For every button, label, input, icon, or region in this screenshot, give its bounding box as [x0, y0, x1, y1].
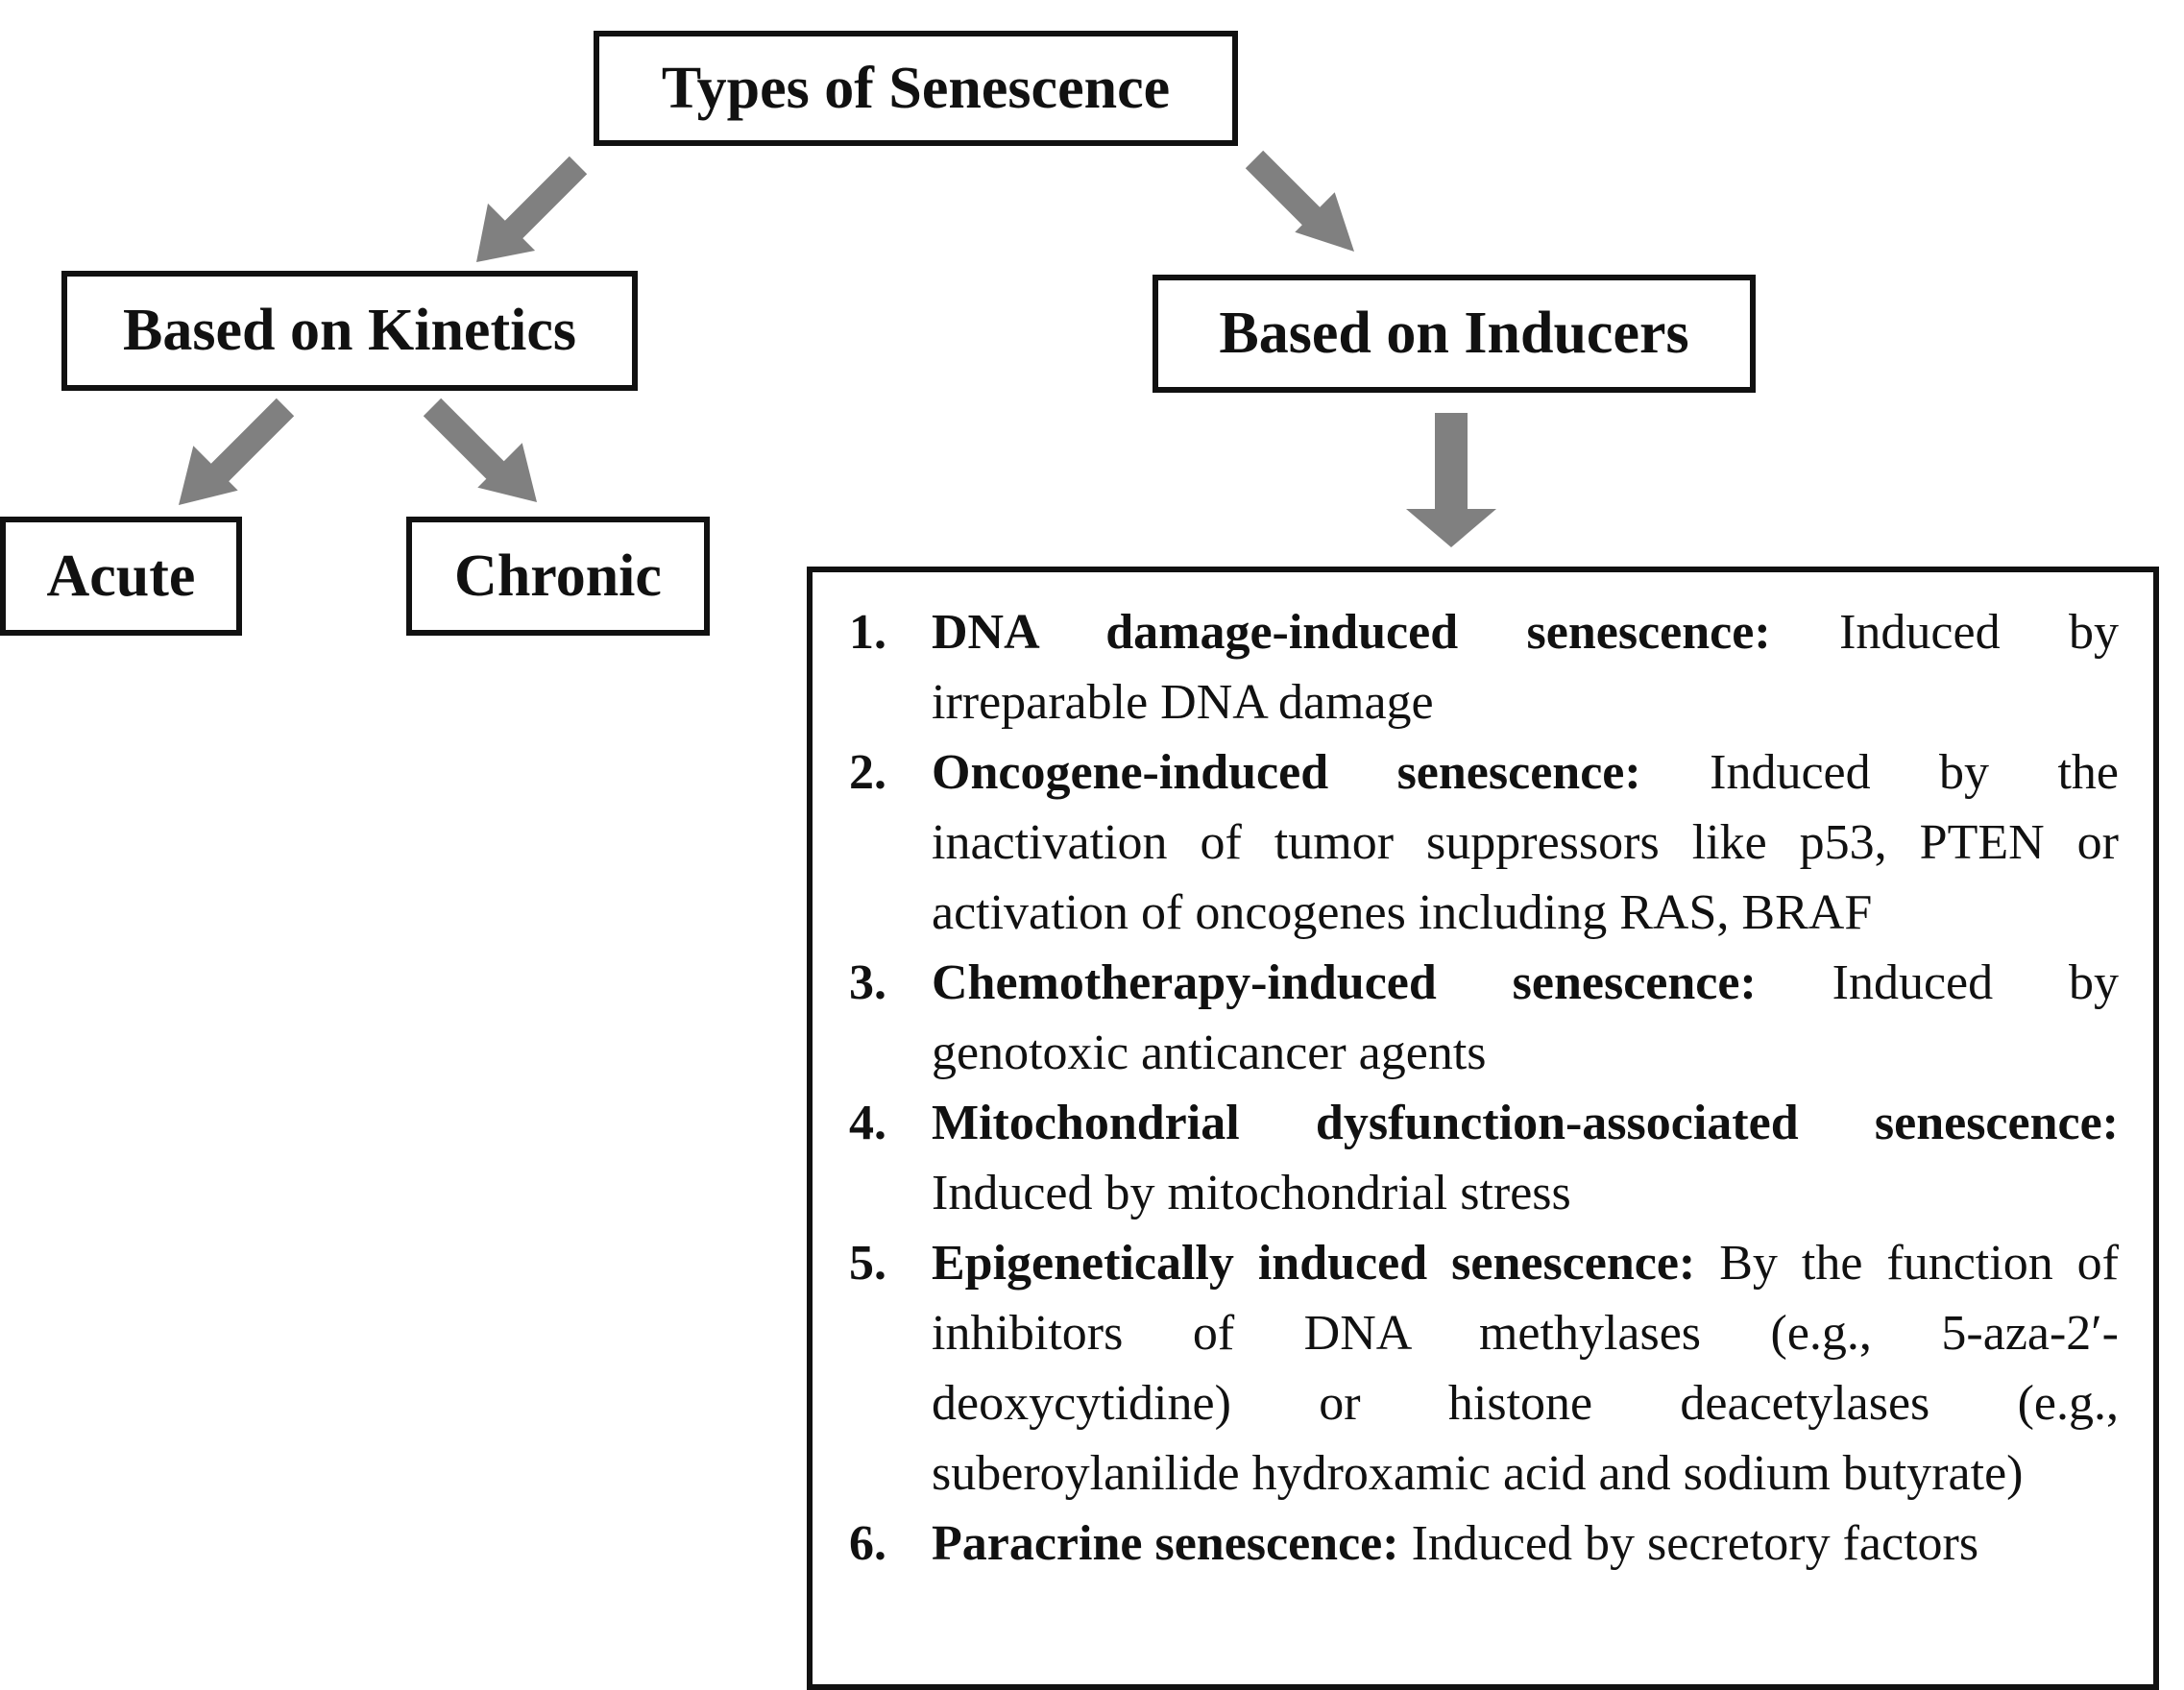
- list-item-text: Paracrine senescence: Induced by secreto…: [932, 1509, 2119, 1579]
- list-item-name: Epigenetically induced senescence:: [932, 1236, 1696, 1291]
- list-item-name: DNA damage-induced senescence:: [932, 605, 1771, 660]
- arrow-shaft-root-kinetics: [499, 156, 588, 244]
- list-item-text: Oncogene-induced senescence: Induced by …: [932, 737, 2119, 948]
- list-item: 2. Oncogene-induced senescence: Induced …: [849, 737, 2119, 948]
- list-item: 4. Mitochondrial dysfunction-associated …: [849, 1088, 2119, 1228]
- based-on-inducers-node: Based on Inducers: [1153, 275, 1756, 393]
- list-item-description: Induced by genotoxic anticancer agents: [932, 955, 2120, 1080]
- list-item-name: Mitochondrial dysfunction-associated sen…: [932, 1096, 2119, 1150]
- arrow-shaft-kinetics-chronic: [423, 398, 510, 485]
- arrow-shaft-root-inducers: [1245, 150, 1333, 238]
- list-item-number: 3.: [849, 955, 886, 1010]
- list-item-name: Paracrine senescence:: [932, 1516, 1399, 1571]
- inducer-list-box: 1. DNA damage-induced senescence: Induce…: [807, 567, 2159, 1690]
- based-on-kinetics-node: Based on Kinetics: [61, 271, 638, 391]
- list-item: 1. DNA damage-induced senescence: Induce…: [849, 597, 2119, 737]
- acute-node: Acute: [0, 517, 242, 636]
- list-item: 5. Epigenetically induced senescence: By…: [849, 1228, 2119, 1509]
- list-item: 3. Chemotherapy-induced senescence: Indu…: [849, 948, 2119, 1088]
- arrow-shaft-kinetics-acute: [207, 398, 295, 485]
- list-item-description: Induced by irreparable DNA damage: [932, 605, 2119, 730]
- list-item-name: Chemotherapy-induced senescence:: [932, 955, 1757, 1010]
- list-item-text: DNA damage-induced senescence: Induced b…: [932, 597, 2119, 737]
- chronic-node: Chronic: [406, 517, 710, 636]
- list-item-description: By the function of inhibitors of DNA met…: [932, 1236, 2119, 1501]
- list-item-description: Induced by the inactivation of tumor sup…: [932, 745, 2119, 940]
- list-item-number: 6.: [849, 1516, 886, 1571]
- list-item-number: 5.: [849, 1236, 886, 1291]
- list-item-name: Oncogene-induced senescence:: [932, 745, 1641, 800]
- list-item: 6. Paracrine senescence: Induced by secr…: [849, 1509, 2119, 1579]
- list-item-number: 2.: [849, 745, 886, 800]
- list-item-text: Chemotherapy-induced senescence: Induced…: [932, 948, 2119, 1088]
- arrow-inducers-to-list: [1406, 413, 1496, 547]
- list-item-number: 4.: [849, 1096, 886, 1150]
- list-item-number: 1.: [849, 605, 886, 660]
- list-item-text: Mitochondrial dysfunction-associated sen…: [932, 1088, 2119, 1228]
- list-item-text: Epigenetically induced senescence: By th…: [932, 1228, 2119, 1509]
- types-of-senescence-node: Types of Senescence: [594, 31, 1238, 146]
- list-item-description: Induced by mitochondrial stress: [932, 1166, 1571, 1220]
- list-item-description: Induced by secretory factors: [1411, 1516, 1979, 1571]
